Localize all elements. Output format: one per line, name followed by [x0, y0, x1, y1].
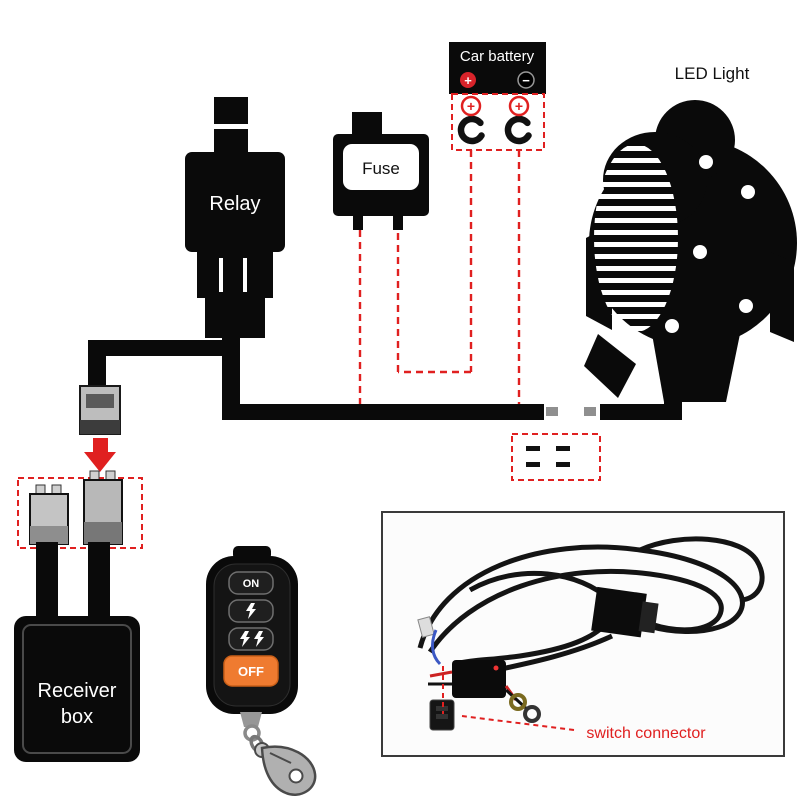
photo-white-connector [417, 616, 435, 638]
connectors-highlight-box [17, 477, 143, 549]
remote-on-button [228, 571, 274, 595]
red-dashed-wires [358, 150, 521, 404]
remote-control: ON OFF [206, 546, 317, 796]
plus-badge [460, 95, 482, 117]
battery-label: Car battery [460, 48, 535, 65]
receiver-inner-line [22, 624, 132, 754]
photo-switch [429, 699, 455, 731]
wire-left-drop [88, 352, 106, 390]
single-connector [79, 385, 121, 435]
relay-socket [197, 252, 273, 298]
photo-relay [591, 586, 659, 638]
receiver-label-line2: box [61, 706, 93, 728]
arrow-head-icon [84, 452, 116, 472]
terminal-plus-sign: + [467, 98, 475, 114]
photo-blue-wire [431, 629, 442, 666]
connector-right-band [84, 522, 122, 544]
wire-bus-left [222, 404, 544, 420]
lightning-icon [246, 603, 256, 619]
light-lower-arm [584, 334, 636, 398]
remote-bottom-nub [240, 712, 262, 727]
terminals-highlight-box [451, 93, 545, 151]
receiver-box: Receiver box [14, 542, 140, 762]
remote-flash-button-2 [228, 627, 274, 651]
lightning-icon [240, 631, 250, 647]
bus-connector-highlight [511, 433, 601, 481]
snap-hook-clasp [254, 742, 317, 796]
connector-stub-left [546, 407, 558, 416]
harness-wires [88, 332, 682, 420]
fuse-leg [393, 216, 403, 230]
clasp-hole [288, 768, 304, 784]
lens-hatch [594, 144, 678, 332]
connector-highlight-box [511, 433, 601, 481]
battery-plus-terminal-icon [460, 72, 476, 88]
plug-direction-arrow [84, 438, 116, 472]
fuse-tab [352, 112, 382, 134]
screw-dot [699, 155, 713, 169]
wire-relay-drop [222, 332, 240, 420]
photo-red-wire [429, 670, 453, 678]
receiver-body [14, 616, 140, 762]
led-light: LED Light [584, 64, 797, 402]
car-battery: Car battery + − + + [449, 42, 546, 151]
receiver-wire [88, 542, 110, 618]
clasp-gate [269, 752, 292, 764]
ring-terminal-left: + [457, 95, 485, 145]
screw-dot [665, 319, 679, 333]
battery-minus-sign: − [522, 73, 530, 88]
ring-hook-icon [504, 115, 532, 145]
on-button-label: ON [243, 578, 260, 590]
battery-plus-sign: + [464, 73, 472, 88]
light-mount [652, 334, 740, 402]
photo-control-box [452, 660, 506, 698]
connector-stub-right [584, 407, 596, 416]
fuse-holder: Fuse [333, 112, 429, 230]
terminal-mark [556, 446, 570, 451]
relay-socket-slot [219, 258, 223, 292]
photo-ring-terminal [523, 705, 541, 723]
relay-plug [205, 298, 265, 338]
caption-leader-lines [442, 666, 575, 731]
photo-ring-terminal [509, 693, 527, 711]
ring-hook-icon [457, 115, 485, 145]
lightning-icon [254, 631, 264, 647]
wire-bus-right [600, 404, 682, 420]
receiver-wire [36, 542, 58, 618]
relay-label: Relay [209, 193, 260, 215]
product-photo-inset: switch connector [381, 511, 785, 757]
photo-led-dot [493, 665, 499, 671]
relay: Relay [185, 97, 285, 338]
screw-dot [741, 185, 755, 199]
led-light-label: LED Light [675, 64, 750, 83]
connector-slot [86, 394, 114, 408]
fuse-label: Fuse [362, 159, 400, 178]
receiver-label-line1: Receiver [38, 680, 117, 702]
clasp-body [260, 745, 317, 796]
terminal-mark [556, 462, 570, 467]
relay-socket-slot [243, 258, 247, 292]
fuse-leg [353, 216, 363, 230]
relay-tab-slot [214, 124, 248, 129]
battery-minus-terminal-icon [517, 71, 535, 89]
off-button-label: OFF [238, 664, 264, 679]
connector-left-band [30, 526, 68, 544]
connector-base [80, 420, 120, 434]
relay-body [185, 152, 285, 252]
screw-dot [693, 245, 707, 259]
plus-badge [508, 95, 530, 117]
remote-off-button [223, 655, 279, 687]
terminal-mark [526, 446, 540, 451]
ring-terminal-right: + [504, 95, 532, 145]
receiver-connectors [17, 470, 143, 549]
arrow-shaft [93, 438, 108, 453]
terminal-plus-sign: + [515, 98, 523, 114]
inset-caption: switch connector [586, 725, 706, 742]
terminal-mark [526, 462, 540, 467]
screw-dot [739, 299, 753, 313]
fuse-window [343, 144, 419, 190]
wire-left-horizontal [88, 340, 240, 356]
light-right-bracket [770, 252, 794, 342]
